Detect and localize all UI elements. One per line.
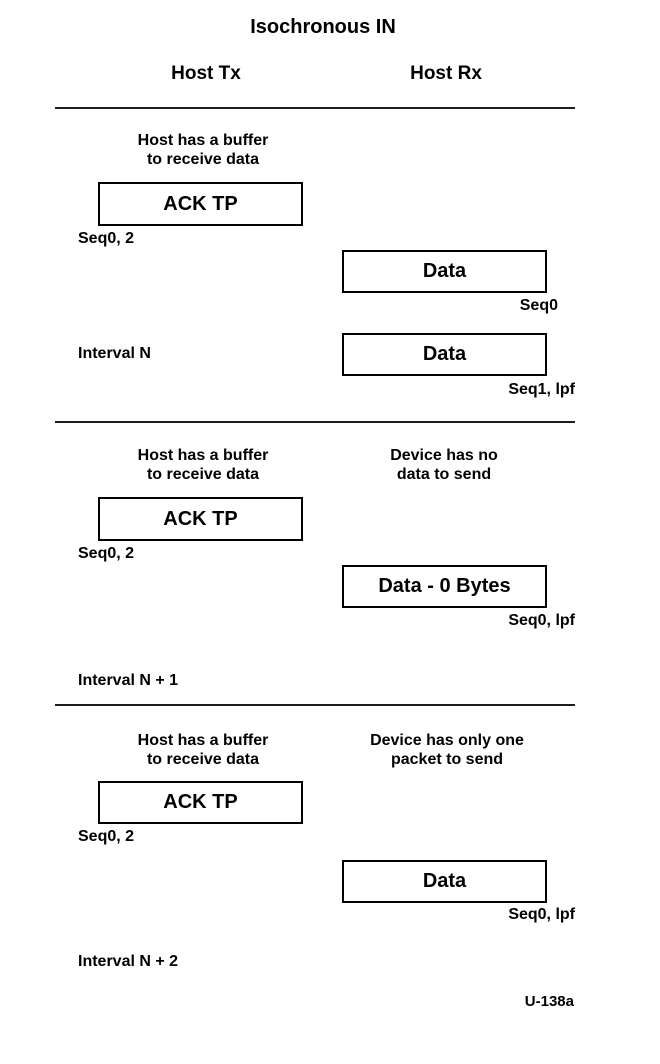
data-seq-label: Seq0	[519, 297, 558, 314]
data-seq-label: Seq1, lpf	[508, 381, 575, 398]
section-divider	[55, 704, 575, 706]
host-note-line1: Host has a buffer	[137, 447, 269, 464]
ack-tp-box: ACK TP	[98, 781, 303, 824]
ack-tp-box-label: ACK TP	[163, 192, 238, 215]
host-note: Host has a buffer to receive data	[103, 731, 303, 769]
ack-tp-box-label: ACK TP	[163, 507, 238, 530]
device-note-line2: packet to send	[390, 751, 504, 768]
data-box-label: Data - 0 Bytes	[378, 575, 511, 597]
data-box: Data - 0 Bytes	[342, 565, 547, 608]
data-box: Data	[342, 860, 547, 903]
host-note: Host has a buffer to receive data	[103, 131, 303, 169]
data-seq-label: Seq0, lpf	[508, 906, 575, 923]
device-note: Device has no data to send	[344, 446, 544, 484]
host-note: Host has a buffer to receive data	[103, 446, 303, 484]
host-note-line1: Host has a buffer	[137, 732, 269, 749]
ack-seq-label: Seq0, 2	[78, 230, 135, 247]
data-box: Data	[342, 333, 547, 376]
data-box-label: Data	[422, 260, 467, 282]
data-seq-label: Seq0, lpf	[508, 612, 575, 629]
data-box: Data	[342, 250, 547, 293]
interval-label: Interval N	[78, 345, 151, 362]
host-note-line2: to receive data	[146, 751, 260, 768]
interval-label: Interval N + 2	[78, 953, 179, 970]
data-box-label: Data	[422, 870, 467, 892]
interval-label: Interval N + 1	[78, 672, 179, 689]
host-note-line2: to receive data	[146, 466, 260, 483]
ack-seq-label: Seq0, 2	[78, 828, 135, 845]
ack-seq-label: Seq0, 2	[78, 545, 135, 562]
host-note-line2: to receive data	[146, 151, 260, 168]
ack-tp-box: ACK TP	[98, 497, 303, 541]
ack-tp-box-label: ACK TP	[163, 791, 238, 813]
diagram-title: Isochronous IN	[250, 16, 396, 38]
device-note-line1: Device has only one	[370, 732, 524, 749]
device-note: Device has only one packet to send	[347, 731, 547, 769]
section-divider	[55, 421, 575, 423]
device-note-line1: Device has no	[390, 447, 498, 464]
column-header-host-tx: Host Tx	[171, 63, 241, 84]
section-divider-top	[55, 107, 575, 109]
data-box-label: Data	[422, 343, 467, 365]
ack-tp-box: ACK TP	[98, 182, 303, 226]
column-header-host-rx: Host Rx	[410, 63, 482, 84]
device-note-line2: data to send	[396, 466, 492, 483]
host-note-line1: Host has a buffer	[137, 132, 269, 149]
figure-number: U-138a	[524, 993, 574, 1010]
